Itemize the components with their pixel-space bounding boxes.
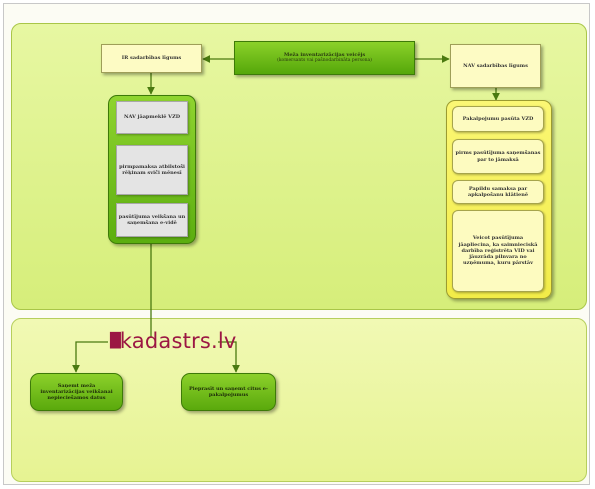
kadastrs-logo-text: kadastrs.lv <box>119 329 237 353</box>
other-services-label: Pieprasīt un saņemt citus e-pakalpojumus <box>189 385 268 398</box>
header-center-box: Meža inventarizācijas veicējs (komersant… <box>234 41 415 75</box>
arrow-logo-to-services-box <box>218 341 240 373</box>
left-item-1: NAV jāapmeklē VZD <box>116 101 188 134</box>
header-left-box: IR sadarbības līgums <box>101 44 202 73</box>
get-forest-data-label: Saņemt meža inventarizācijas veikšanai n… <box>40 382 113 402</box>
kadastrs-logo: █ kadastrs.lv <box>110 327 237 355</box>
right-item-3-label: Papildu samaksa par apkalpošanu klātienē <box>467 185 529 198</box>
header-center-title: Meža inventarizācijas veicējs <box>283 52 366 59</box>
left-item-3: pasūtījuma veikšana un saņemšana e-vidē <box>116 203 188 237</box>
right-item-4-label: Veicot pasūtījuma jāapliecina, ka saimni… <box>458 235 538 267</box>
header-right-label: NAV sadarbības līgums <box>463 62 528 69</box>
right-item-3: Papildu samaksa par apkalpošanu klātienē <box>452 180 544 204</box>
right-item-2-label: pirms pasūtījuma saņemšanas par to jāmak… <box>455 150 541 163</box>
get-forest-data-box: Saņemt meža inventarizācijas veikšanai n… <box>30 373 123 411</box>
header-left-label: IR sadarbības līgums <box>121 55 182 62</box>
right-item-2: pirms pasūtījuma saņemšanas par to jāmak… <box>452 139 544 174</box>
left-item-2: pirmpamaksa atbilstoši rēķinam sviči mēn… <box>116 145 188 195</box>
right-item-4: Veicot pasūtījuma jāapliecina, ka saimni… <box>452 210 544 292</box>
other-services-box: Pieprasīt un saņemt citus e-pakalpojumus <box>181 373 276 411</box>
left-item-1-label: NAV jāapmeklē VZD <box>123 114 181 121</box>
header-right-box: NAV sadarbības līgums <box>450 44 541 88</box>
arrow-logo-to-data-box <box>72 341 108 373</box>
kadastrs-logo-mark: █ <box>110 333 121 349</box>
right-item-1: Pakalpojumu pasūta VZD <box>452 106 544 132</box>
right-item-1-label: Pakalpojumu pasūta VZD <box>462 115 534 122</box>
left-item-2-label: pirmpamaksa atbilstoši rēķinam sviči mēn… <box>119 163 185 176</box>
left-item-3-label: pasūtījuma veikšana un saņemšana e-vidē <box>118 213 186 226</box>
header-center-subtitle: (komersants vai pašnodarbināta persona) <box>277 58 372 64</box>
